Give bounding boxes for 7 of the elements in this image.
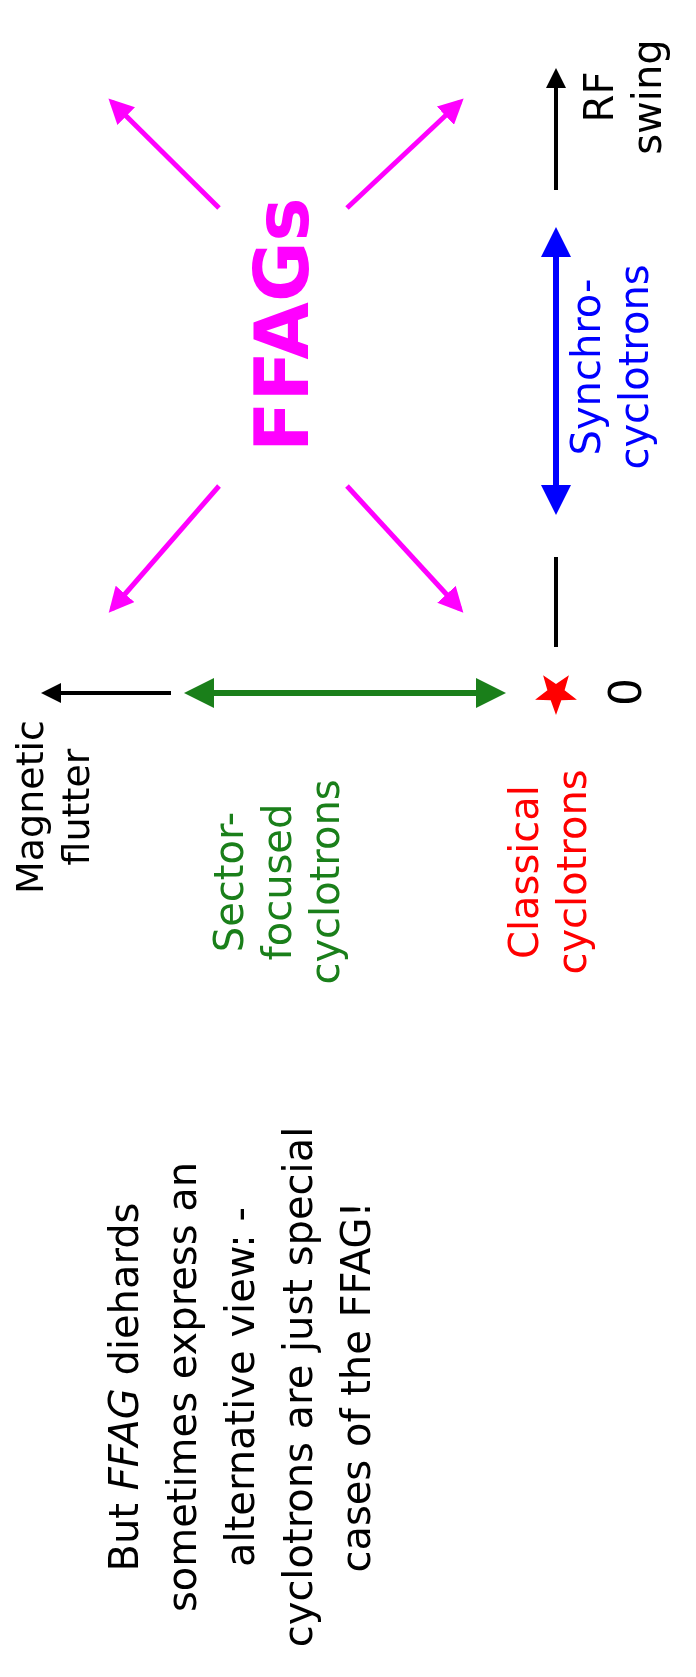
axis-label: Magnetic flutter — [8, 719, 99, 896]
range-label: Synchro-cyclotrons — [562, 263, 658, 472]
point-label: Classical cyclotrons — [500, 768, 596, 977]
region-label: FFAGs — [238, 202, 326, 452]
range-label: Sector-focused cyclotrons — [205, 778, 349, 987]
axis-origin-label: 0 — [600, 677, 652, 708]
axis-label: RF swing — [575, 38, 671, 157]
